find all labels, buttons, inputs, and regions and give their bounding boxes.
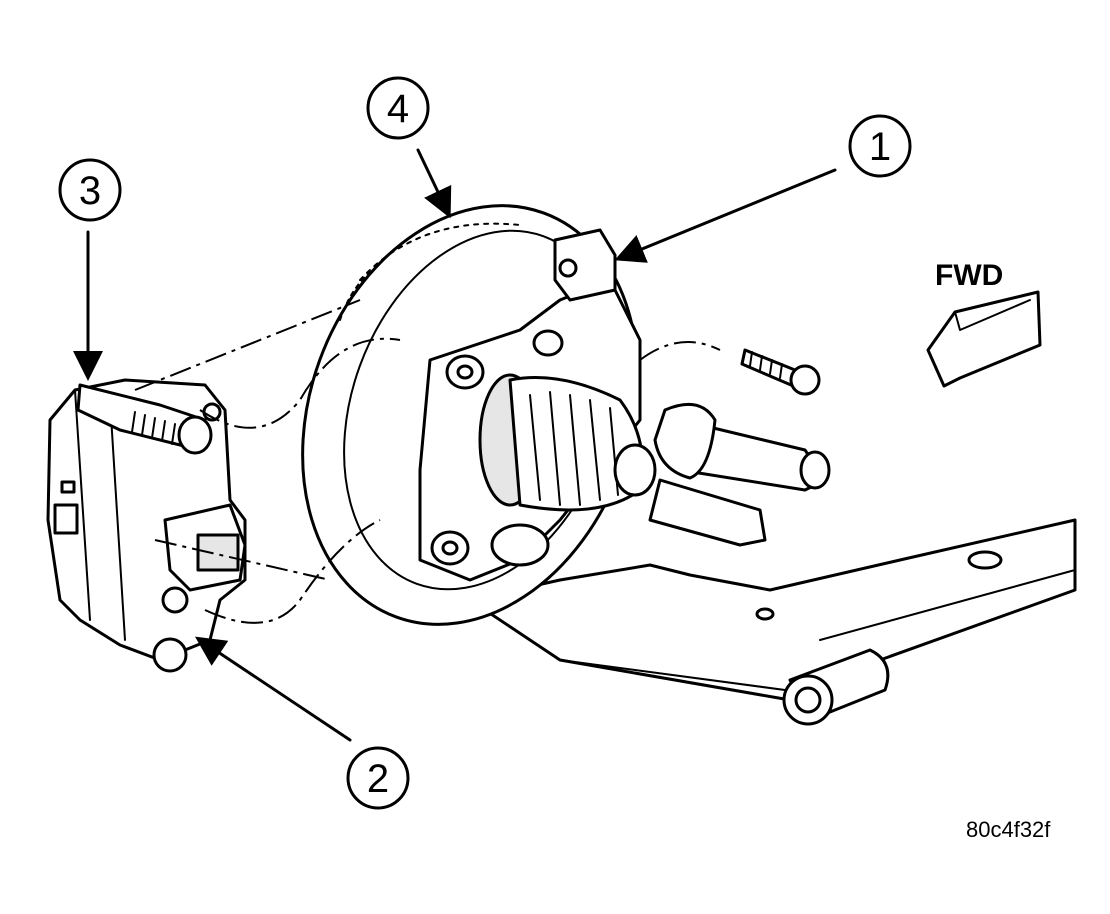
- brake-caliper: [46, 378, 247, 673]
- fwd-arrow-icon: [926, 290, 1042, 388]
- figure-id: 80c4f32f: [966, 817, 1051, 842]
- tie-rod: [648, 402, 831, 547]
- steering-knuckle: [418, 228, 657, 582]
- lower-control-arm: [468, 518, 1077, 726]
- callout-2-bubble: 2: [346, 746, 410, 810]
- callout-1-label: 1: [869, 125, 891, 169]
- callout-arrows: [73, 148, 837, 742]
- caliper-bolt: [740, 348, 821, 396]
- callout-4-label: 4: [387, 87, 409, 131]
- callout-3-bubble: 3: [58, 158, 122, 222]
- callout-2-label: 2: [367, 757, 389, 801]
- alignment-lines: [134, 299, 721, 624]
- callout-1-bubble: 1: [848, 114, 912, 178]
- callout-4-bubble: 4: [366, 76, 430, 140]
- fwd-label: FWD: [935, 259, 1003, 292]
- callout-3-label: 3: [79, 169, 101, 213]
